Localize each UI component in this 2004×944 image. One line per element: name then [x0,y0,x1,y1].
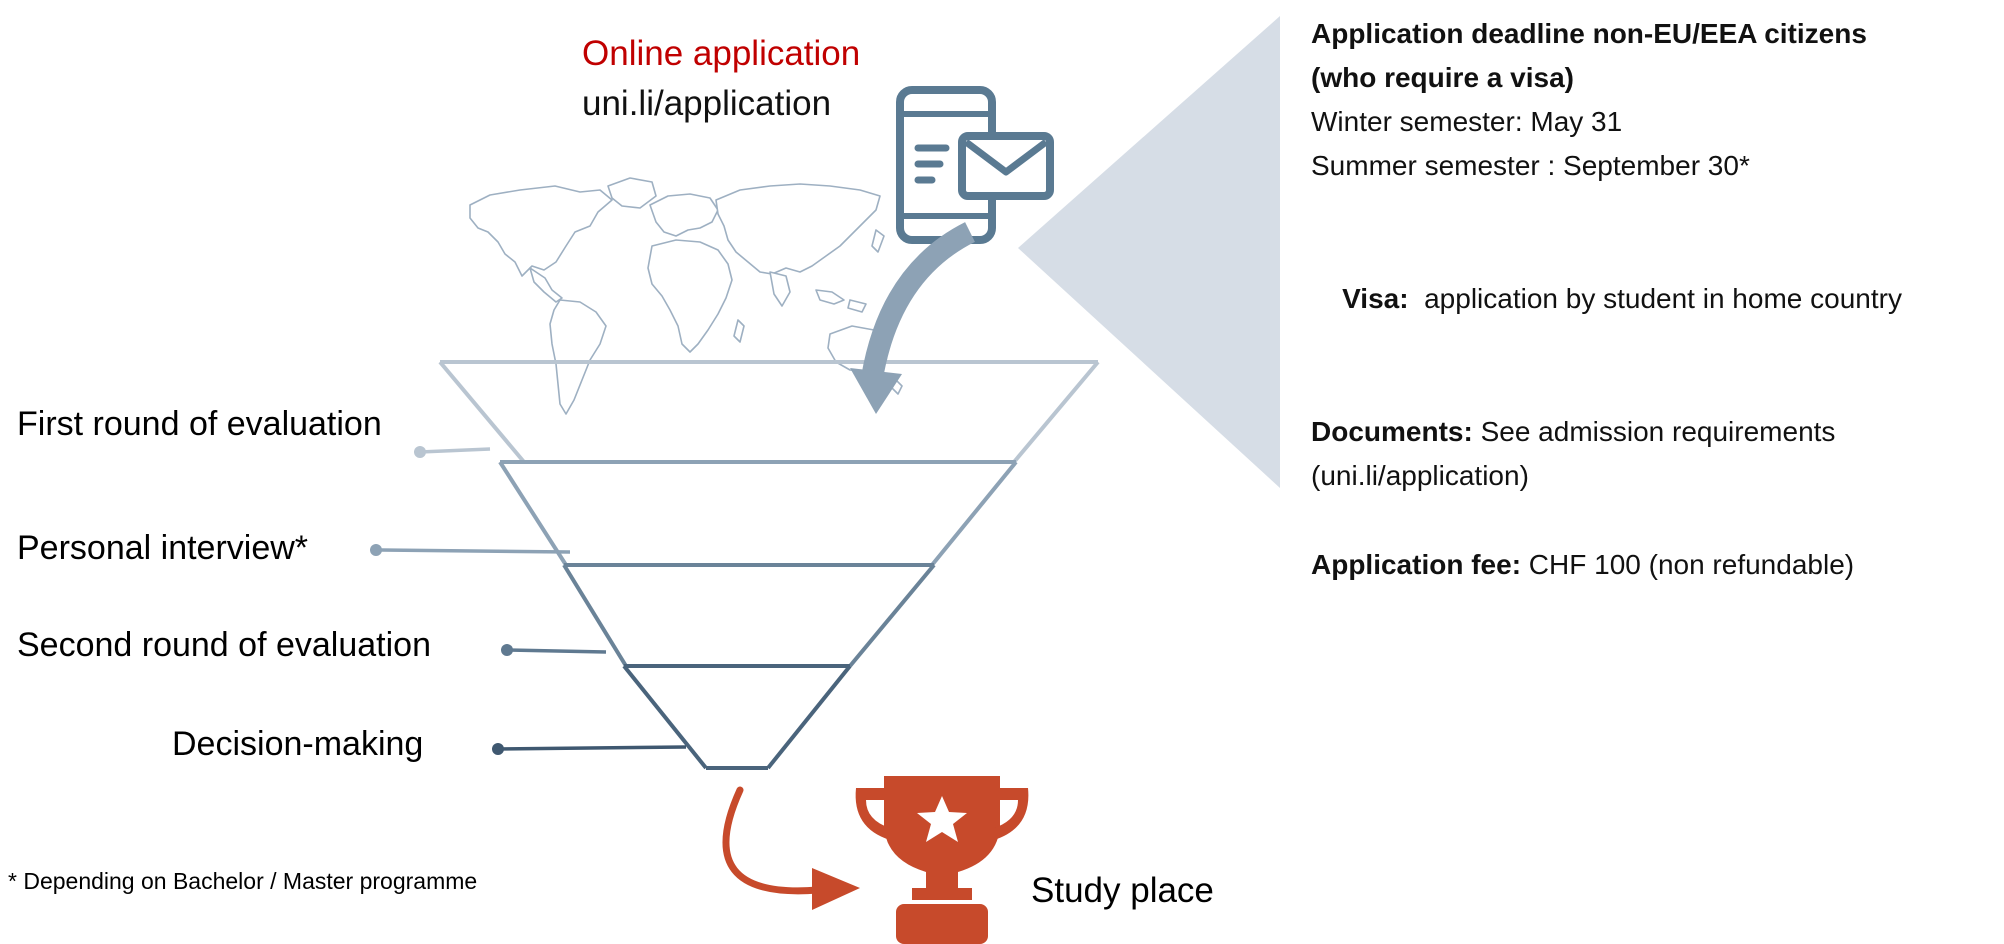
stage-label-first-round: First round of evaluation [17,405,382,443]
funnel [438,360,1100,770]
callout-triangle [1018,16,1280,488]
documents-link[interactable]: (uni.li/application) [1311,460,1529,491]
arrow-down-icon [850,222,976,414]
stage-label-second-round: Second round of evaluation [17,626,431,664]
summer-semester-deadline: Summer semester : September 30* [1311,150,1750,181]
documents-text: See admission requirements [1472,416,1836,447]
connector-second-round [506,648,607,654]
connector-dot-second-round [501,644,513,656]
stage-label-decision-making: Decision-making [172,725,424,763]
fee-label: Application fee: [1311,549,1522,580]
connector-first-round [419,447,491,454]
fee-text: CHF 100 (non refundable) [1521,549,1855,580]
connector-dot-decision [492,743,504,755]
stage-label-personal-interview: Personal interview* [17,529,309,567]
deadline-heading-line-1: Application deadline non-EU/EEA citizens [1311,18,1867,49]
phone-mail-icon [896,86,1054,244]
online-application-title: Online application [582,34,861,73]
fee-info: Application fee: CHF 100 (non refundable… [1311,543,2001,587]
visa-label: Visa: [1342,283,1409,314]
info-panel: Application deadline non-EU/EEA citizens… [1311,12,2001,587]
footnote: * Depending on Bachelor / Master program… [8,868,478,894]
deadline-heading: Application deadline non-EU/EEA citizens… [1311,12,2001,188]
online-application-url[interactable]: uni.li/application [582,84,832,123]
trophy-star-icon [855,776,1029,944]
winter-semester-deadline: Winter semester: May 31 [1311,106,1623,137]
connector-dot-first-round [414,446,426,458]
visa-info: Visa: application by student in home cou… [1311,233,2001,365]
connector-dot-personal-interview [370,544,382,556]
deadline-heading-line-2: (who require a visa) [1311,62,1574,93]
world-map-icon [469,177,903,415]
documents-label: Documents: [1311,416,1473,447]
stage-connectors [370,446,687,755]
study-place-label: Study place [1031,871,1214,910]
documents-info: Documents: See admission requirements (u… [1311,410,2001,498]
connector-personal-interview [375,548,571,554]
arrow-right-icon [722,786,860,910]
connector-decision [497,745,687,751]
visa-text: application by student in home country [1408,283,1902,314]
